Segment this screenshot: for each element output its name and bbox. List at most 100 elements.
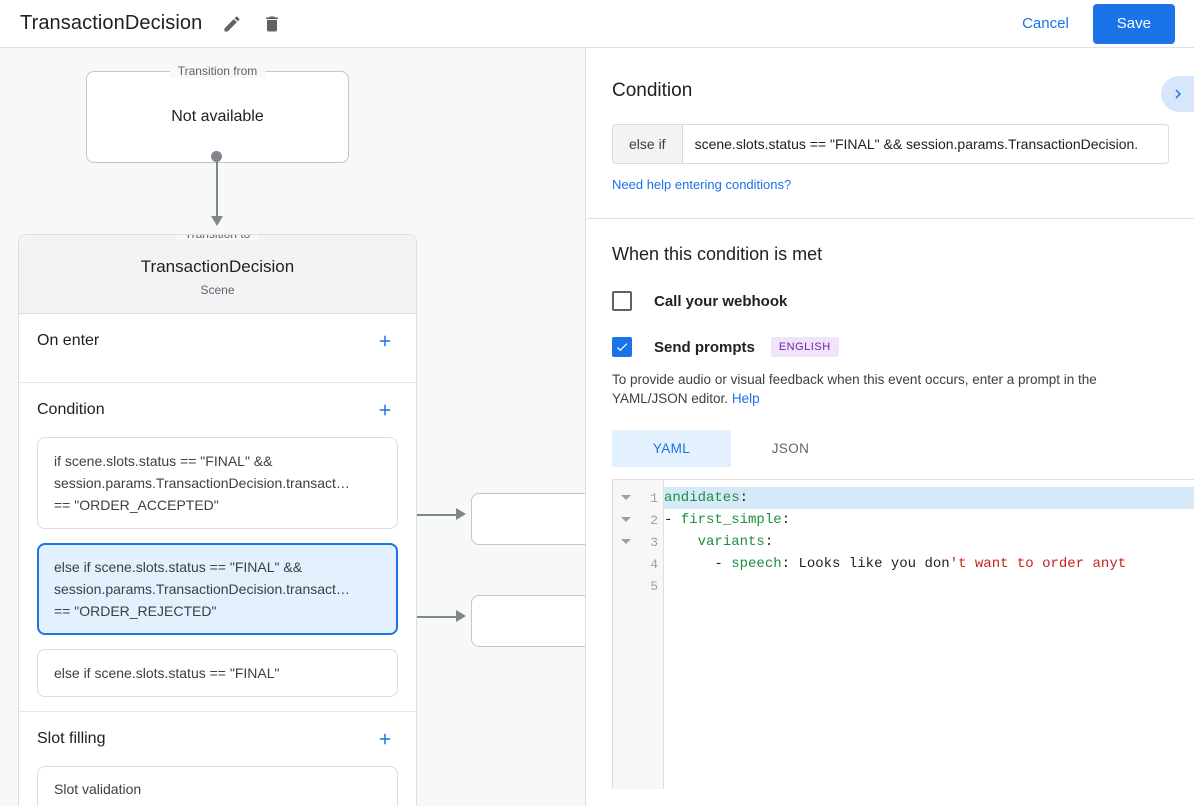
call-webhook-checkbox[interactable] bbox=[612, 291, 632, 311]
trash-icon[interactable] bbox=[258, 10, 286, 38]
section-slot-filling-header: Slot filling bbox=[37, 712, 398, 766]
tab-json[interactable]: JSON bbox=[771, 441, 810, 456]
code-line bbox=[664, 575, 1194, 597]
condition-prefix-label: else if bbox=[613, 125, 683, 163]
section-slot-filling-title: Slot filling bbox=[37, 730, 106, 747]
edge-line-accepted bbox=[402, 514, 458, 516]
pencil-icon[interactable] bbox=[218, 10, 246, 38]
transition-from-value: Not available bbox=[171, 108, 264, 125]
code-token: : bbox=[781, 556, 799, 572]
prompts-help-link[interactable]: Help bbox=[731, 391, 760, 406]
language-badge: ENGLISH bbox=[770, 337, 839, 357]
send-prompts-label: Send prompts bbox=[654, 338, 755, 356]
main-body: Transition from Not available Transition… bbox=[0, 48, 1194, 806]
code-token: andidates bbox=[664, 490, 740, 506]
code-token: - bbox=[664, 512, 681, 528]
slot-validation-card[interactable]: Slot validation bbox=[37, 766, 398, 806]
condition-card[interactable]: else if scene.slots.status == "FINAL" bbox=[37, 649, 398, 697]
code-editor[interactable]: 1 2 3 4 5 andidates:- first_simple: vari… bbox=[612, 479, 1194, 789]
section-condition: Condition if scene.slots.status == "FINA… bbox=[19, 383, 416, 712]
add-condition-button[interactable] bbox=[372, 397, 398, 423]
gutter-row: 2 bbox=[613, 509, 663, 531]
scene-name: TransactionDecision bbox=[140, 257, 295, 276]
section-condition-title: Condition bbox=[37, 401, 105, 418]
line-number: 1 bbox=[650, 490, 658, 506]
save-button[interactable]: Save bbox=[1092, 3, 1175, 44]
top-bar: TransactionDecision Cancel Save bbox=[0, 0, 1194, 48]
flow-canvas: Transition from Not available Transition… bbox=[0, 48, 586, 806]
connector-arrowhead bbox=[211, 216, 223, 226]
line-number: 2 bbox=[650, 512, 658, 528]
condition-line: == "ORDER_ACCEPTED" bbox=[54, 497, 219, 513]
line-number: 5 bbox=[650, 578, 658, 594]
condition-line: else if scene.slots.status == "FINAL" && bbox=[54, 559, 303, 575]
page-title: TransactionDecision bbox=[20, 12, 203, 34]
line-number: 4 bbox=[650, 556, 658, 572]
editor-gutter: 1 2 3 4 5 bbox=[613, 480, 664, 789]
condition-help-link[interactable]: Need help entering conditions? bbox=[612, 177, 792, 192]
code-line: - first_simple: bbox=[664, 509, 1194, 531]
connector-line bbox=[216, 156, 218, 218]
target-box-rejected[interactable] bbox=[471, 595, 585, 647]
condition-line: if scene.slots.status == "FINAL" && bbox=[54, 453, 273, 469]
panel-title: Condition bbox=[612, 80, 693, 101]
chevron-right-icon[interactable] bbox=[1161, 76, 1194, 112]
code-token: variants bbox=[697, 534, 765, 550]
code-token: 't want to order anyt bbox=[949, 556, 1127, 572]
send-prompts-checkbox[interactable] bbox=[612, 337, 632, 357]
transition-from-box[interactable]: Transition from Not available bbox=[86, 64, 349, 163]
fold-triangle-icon[interactable] bbox=[621, 495, 631, 500]
fold-triangle-icon[interactable] bbox=[621, 539, 631, 544]
condition-card[interactable]: if scene.slots.status == "FINAL" && sess… bbox=[37, 437, 398, 529]
condition-section: Condition else if scene.slots.status == … bbox=[587, 48, 1194, 194]
code-token: : bbox=[739, 490, 749, 506]
gutter-row: 4 bbox=[613, 553, 663, 575]
prompts-hint: To provide audio or visual feedback when… bbox=[612, 370, 1169, 408]
code-token: : bbox=[781, 512, 791, 528]
section-on-enter-header: On enter bbox=[37, 314, 398, 368]
gutter-row: 3 bbox=[613, 531, 663, 553]
when-condition-met-title: When this condition is met bbox=[612, 244, 823, 264]
send-prompts-row: Send prompts ENGLISH bbox=[612, 337, 1169, 357]
edge-arrow-rejected bbox=[456, 610, 466, 622]
add-on-enter-button[interactable] bbox=[372, 328, 398, 354]
call-webhook-label: Call your webhook bbox=[654, 292, 788, 310]
prompts-hint-text: To provide audio or visual feedback when… bbox=[612, 372, 1097, 406]
editor-code-area[interactable]: andidates:- first_simple: variants: - sp… bbox=[664, 480, 1194, 789]
transition-to-legend: Transition to bbox=[176, 235, 259, 241]
fold-triangle-icon[interactable] bbox=[621, 517, 631, 522]
condition-input-row: else if scene.slots.status == "FINAL" &&… bbox=[612, 124, 1169, 164]
gutter-row: 5 bbox=[613, 575, 663, 597]
code-token: first_simple bbox=[680, 512, 782, 528]
section-on-enter-title: On enter bbox=[37, 332, 100, 349]
line-number: 3 bbox=[650, 534, 658, 550]
add-slot-filling-button[interactable] bbox=[372, 726, 398, 752]
code-token: : bbox=[764, 534, 774, 550]
scene-header[interactable]: Transition to TransactionDecision Scene bbox=[19, 235, 416, 314]
section-on-enter: On enter bbox=[19, 314, 416, 383]
target-box-accepted[interactable] bbox=[471, 493, 585, 545]
code-token: speech bbox=[731, 556, 782, 572]
code-token bbox=[664, 534, 698, 550]
edge-arrow-accepted bbox=[456, 508, 466, 520]
code-line: variants: bbox=[664, 531, 1194, 553]
section-slot-filling: Slot filling Slot validation bbox=[19, 712, 416, 806]
condition-expression-input[interactable]: scene.slots.status == "FINAL" && session… bbox=[682, 125, 1168, 163]
edge-line-rejected bbox=[402, 616, 458, 618]
cancel-button[interactable]: Cancel bbox=[1008, 7, 1083, 40]
condition-card-selected[interactable]: else if scene.slots.status == "FINAL" &&… bbox=[37, 543, 398, 635]
scene-card: Transition to TransactionDecision Scene … bbox=[18, 234, 417, 806]
editor-format-tabs: YAML JSON bbox=[612, 430, 1169, 467]
condition-detail-panel: Condition else if scene.slots.status == … bbox=[587, 48, 1194, 806]
webhook-row: Call your webhook bbox=[612, 291, 1169, 311]
when-condition-met-section: When this condition is met Call your web… bbox=[587, 244, 1194, 467]
condition-line: session.params.TransactionDecision.trans… bbox=[54, 475, 350, 491]
scene-kind: Scene bbox=[200, 283, 235, 297]
condition-line: else if scene.slots.status == "FINAL" bbox=[54, 665, 280, 681]
condition-line: == "ORDER_REJECTED" bbox=[54, 603, 217, 619]
tab-yaml[interactable]: YAML bbox=[612, 430, 731, 467]
code-token: Looks like you don bbox=[798, 556, 950, 572]
code-token: - bbox=[664, 556, 732, 572]
condition-line: session.params.TransactionDecision.trans… bbox=[54, 581, 350, 597]
panel-divider bbox=[587, 218, 1194, 219]
